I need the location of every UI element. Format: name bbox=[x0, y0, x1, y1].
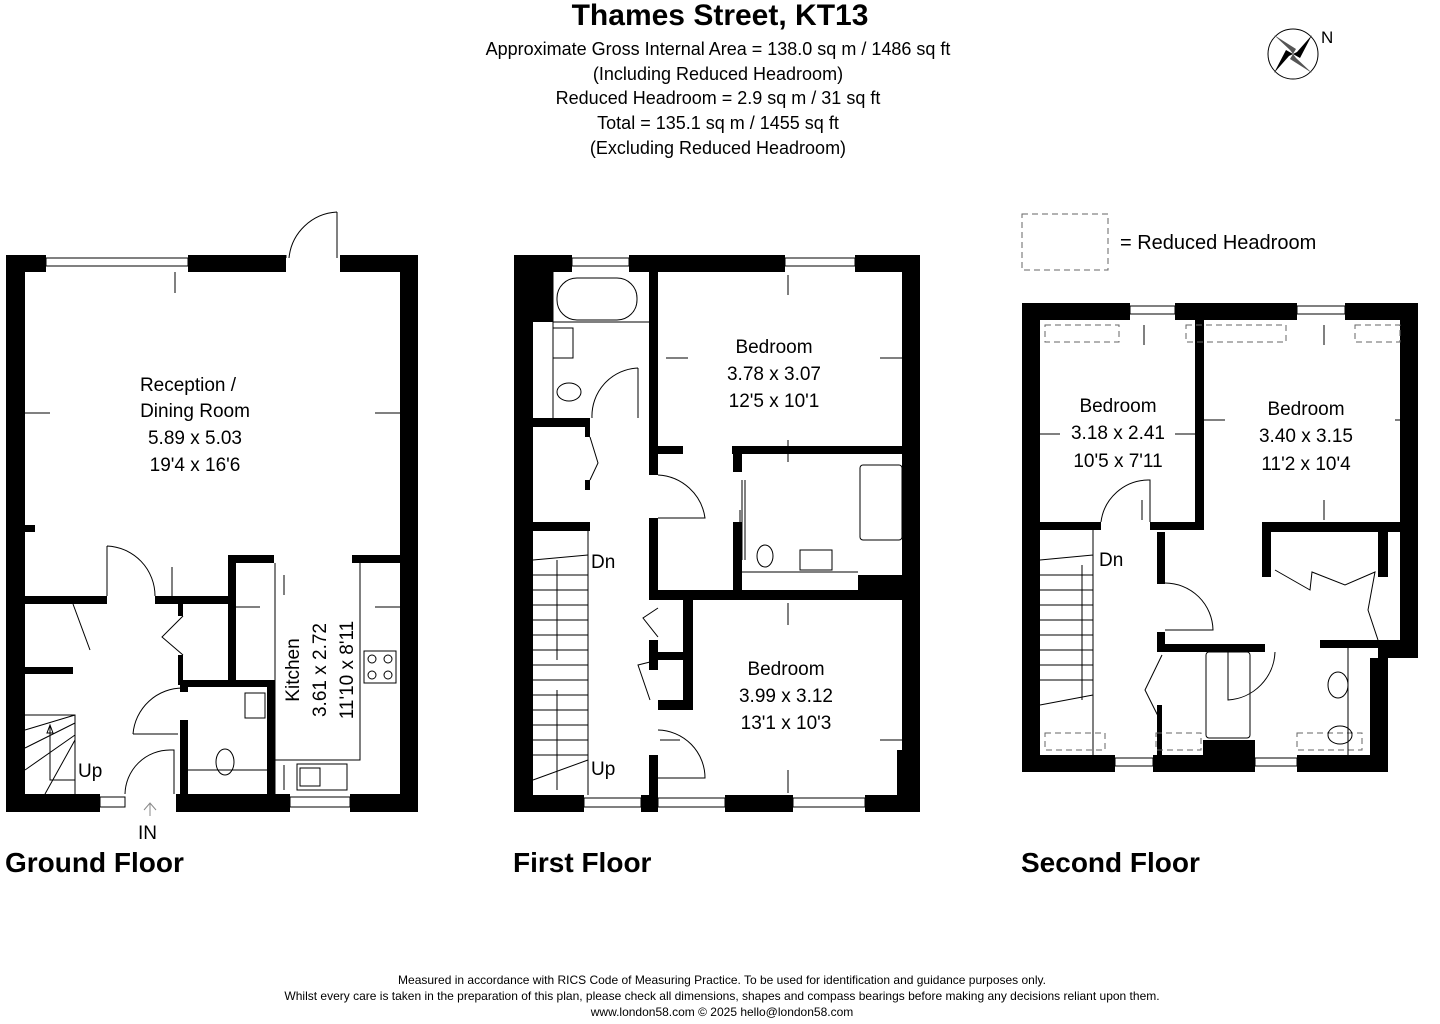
area-line: Total = 135.1 sq m / 1455 sq ft bbox=[597, 113, 839, 133]
room-dimensions-imperial: 10'5 x 7'11 bbox=[1073, 451, 1162, 472]
stairs-up-label: Up bbox=[591, 759, 615, 780]
room-name: Kitchen bbox=[283, 638, 304, 701]
floor-title-first: First Floor bbox=[513, 847, 652, 878]
room-dimensions-metric: 3.40 x 3.15 bbox=[1259, 426, 1353, 447]
room-dimensions-imperial: 11'2 x 10'4 bbox=[1261, 454, 1351, 475]
floor-title-second: Second Floor bbox=[1021, 847, 1200, 878]
reduced-headroom-legend: = Reduced Headroom bbox=[1021, 213, 1316, 271]
dashed-box-icon bbox=[1021, 213, 1109, 271]
plan-title: Thames Street, KT13 bbox=[572, 0, 869, 32]
room-dimensions-imperial: 11'10 x 8'11 bbox=[337, 621, 358, 719]
room-dimensions-imperial: 13'1 x 10'3 bbox=[741, 713, 832, 734]
compass-icon: N bbox=[1267, 28, 1333, 80]
ground-floor-plan bbox=[6, 211, 418, 816]
contact-line: www.london58.com © 2025 hello@london58.c… bbox=[590, 1005, 854, 1019]
room-name: Bedroom bbox=[735, 337, 812, 358]
room-dimensions-metric: 3.61 x 2.72 bbox=[310, 623, 331, 717]
disclaimer-line: Measured in accordance with RICS Code of… bbox=[398, 973, 1046, 987]
room-dimensions-metric: 5.89 x 5.03 bbox=[148, 428, 242, 449]
entrance-label: IN bbox=[138, 823, 157, 844]
footer: Measured in accordance with RICS Code of… bbox=[284, 973, 1159, 1019]
kitchen-label: Kitchen 3.61 x 2.72 11'10 x 8'11 bbox=[283, 621, 358, 719]
legend-label: = Reduced Headroom bbox=[1120, 232, 1316, 254]
header: Thames Street, KT13 Approximate Gross In… bbox=[486, 0, 951, 158]
room-name: Bedroom bbox=[747, 659, 824, 680]
second-floor-plan bbox=[1022, 303, 1418, 772]
area-line: Approximate Gross Internal Area = 138.0 … bbox=[486, 39, 951, 59]
first-floor-plan bbox=[514, 255, 920, 812]
room-dimensions-metric: 3.78 x 3.07 bbox=[727, 364, 821, 385]
room-name: Dining Room bbox=[140, 401, 250, 422]
floor-title-ground: Ground Floor bbox=[5, 847, 184, 878]
room-dimensions-metric: 3.99 x 3.12 bbox=[739, 686, 833, 707]
stairs-up-label: Up bbox=[78, 761, 102, 782]
stairs-down-label: Dn bbox=[1099, 550, 1123, 571]
room-name: Bedroom bbox=[1267, 399, 1344, 420]
room-dimensions-imperial: 19'4 x 16'6 bbox=[150, 455, 241, 476]
room-name: Reception / bbox=[140, 375, 237, 396]
room-name: Bedroom bbox=[1079, 396, 1156, 417]
room-dimensions-imperial: 12'5 x 10'1 bbox=[729, 391, 820, 412]
area-line: Reduced Headroom = 2.9 sq m / 31 sq ft bbox=[556, 88, 881, 108]
room-dimensions-metric: 3.18 x 2.41 bbox=[1071, 423, 1165, 444]
disclaimer-line: Whilst every care is taken in the prepar… bbox=[284, 989, 1159, 1003]
area-line: (Excluding Reduced Headroom) bbox=[590, 138, 846, 158]
stairs-down-label: Dn bbox=[591, 552, 615, 573]
compass-north-label: N bbox=[1321, 28, 1333, 47]
area-line: (Including Reduced Headroom) bbox=[593, 64, 843, 84]
